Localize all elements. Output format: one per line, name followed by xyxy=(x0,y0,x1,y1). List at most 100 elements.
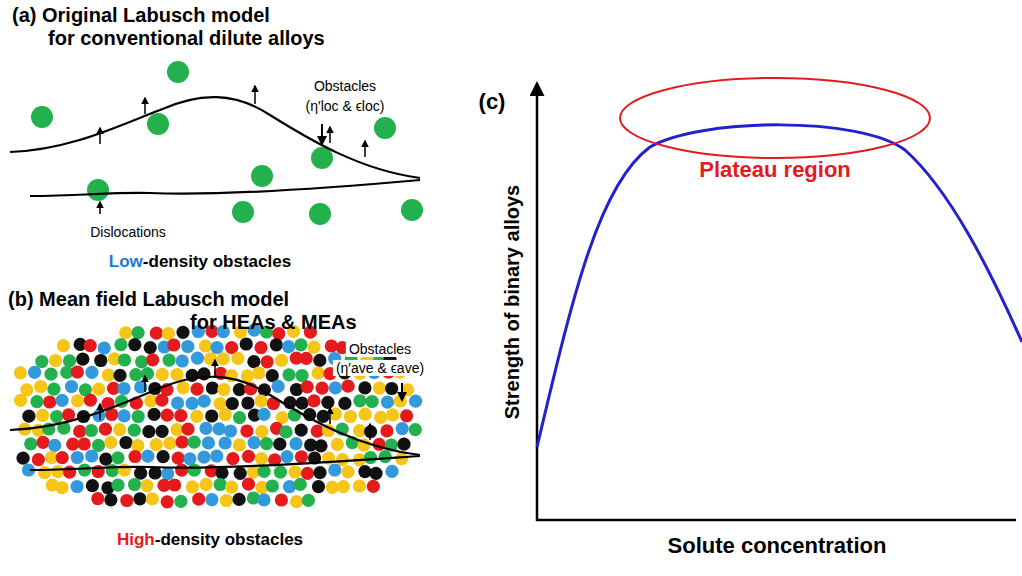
solute-atom xyxy=(146,492,159,505)
axis-title: Solute concentration xyxy=(668,533,887,558)
panel-title: (a) Original Labusch model xyxy=(12,4,270,27)
solute-atom xyxy=(118,409,131,422)
solute-atom xyxy=(111,451,124,464)
solute-atom xyxy=(132,410,145,423)
solute-atom xyxy=(71,365,84,378)
solute-atom xyxy=(106,464,119,477)
solute-atom xyxy=(37,436,50,449)
solute-atom xyxy=(118,353,131,366)
solute-atom xyxy=(128,424,141,437)
solute-atom xyxy=(167,338,180,351)
solute-atom xyxy=(161,409,174,422)
solute-atom xyxy=(301,380,314,393)
solute-atom xyxy=(257,408,270,421)
solute-obstacles xyxy=(31,61,423,225)
leader-arrow xyxy=(321,124,323,144)
solute-atom xyxy=(225,481,238,494)
solute-atom xyxy=(219,436,232,449)
solute-atom xyxy=(294,338,307,351)
solute-atom xyxy=(150,438,163,451)
solute-atom xyxy=(280,450,293,463)
solute-atom xyxy=(282,368,295,381)
solute-atom xyxy=(206,381,219,394)
dislocation-lines xyxy=(10,377,420,470)
solute-atom xyxy=(247,355,260,368)
solute-atom xyxy=(104,493,117,506)
solute-atom xyxy=(44,368,57,381)
solute-atom xyxy=(24,437,37,450)
solute-atom xyxy=(353,479,366,492)
solute-atom xyxy=(38,466,51,479)
solute-atom xyxy=(366,395,379,408)
solute-atom xyxy=(57,339,70,352)
solute-atom xyxy=(374,411,387,424)
solute-atom xyxy=(240,424,253,437)
solute-atom xyxy=(191,383,204,396)
solute-atom xyxy=(156,425,169,438)
solute-atom xyxy=(36,409,49,422)
solute-atom xyxy=(71,451,84,464)
solute-atom xyxy=(175,464,188,477)
solute-atom xyxy=(279,425,292,438)
solute-atom xyxy=(86,479,99,492)
solute-atom xyxy=(48,439,61,452)
solute-atom xyxy=(300,352,313,365)
solute-atom xyxy=(321,396,334,409)
solute-atom xyxy=(214,478,227,491)
solute-atom xyxy=(161,495,174,508)
solute-atom xyxy=(353,394,366,407)
solute-atom xyxy=(275,493,288,506)
solute-atom xyxy=(84,394,97,407)
solute-atom xyxy=(205,409,218,422)
solute-atom xyxy=(14,366,27,379)
solute-atom xyxy=(190,410,203,423)
solute-atom xyxy=(181,340,194,353)
solute-atom xyxy=(241,369,254,382)
solute-atom xyxy=(288,465,301,478)
solute-atom xyxy=(181,423,194,436)
solute-atom xyxy=(85,366,98,379)
solute-atom xyxy=(177,381,190,394)
solute-atom xyxy=(114,338,127,351)
leader-arrow xyxy=(401,383,403,400)
solute-atom xyxy=(369,467,382,480)
solute-atom xyxy=(400,409,413,422)
solute-atom xyxy=(224,424,237,437)
solute-atom xyxy=(113,423,126,436)
solute-atom xyxy=(359,408,372,421)
solute-atom xyxy=(32,453,45,466)
solute-atom xyxy=(163,354,176,367)
dislocation-label: Dislocations xyxy=(90,224,165,240)
solute-atom xyxy=(30,395,43,408)
solute-atom xyxy=(50,410,63,423)
solute-atom xyxy=(367,480,380,493)
solute-atom xyxy=(275,354,288,367)
solute-atom xyxy=(254,341,267,354)
solute-atom xyxy=(337,480,350,493)
axis-title: Strength of binary alloys xyxy=(501,185,524,419)
solute-atom xyxy=(314,439,327,452)
solute-atom xyxy=(156,368,169,381)
solute-atom xyxy=(302,494,315,507)
solute-atom xyxy=(307,341,320,354)
solute-atom xyxy=(63,354,76,367)
solute-atom xyxy=(296,397,309,410)
solute-atom xyxy=(295,424,308,437)
obstacle-parameters: (η′ave & ϵave) xyxy=(333,360,427,376)
solute-atom xyxy=(307,394,320,407)
solute-atom xyxy=(397,438,410,451)
solute-atom xyxy=(142,425,155,438)
solute-atom xyxy=(14,394,27,407)
solute-atom xyxy=(257,493,270,506)
solute-atom xyxy=(148,408,161,421)
solute-atom xyxy=(282,340,295,353)
solute-atom xyxy=(78,437,91,450)
solute-atom xyxy=(294,478,307,491)
solute-atom xyxy=(146,353,159,366)
solute-atom xyxy=(273,438,286,451)
solute-atom xyxy=(43,395,56,408)
solute-atom xyxy=(66,438,79,451)
solute-atom xyxy=(85,424,98,437)
solute-atom xyxy=(176,435,189,448)
solute-atom xyxy=(176,326,189,339)
